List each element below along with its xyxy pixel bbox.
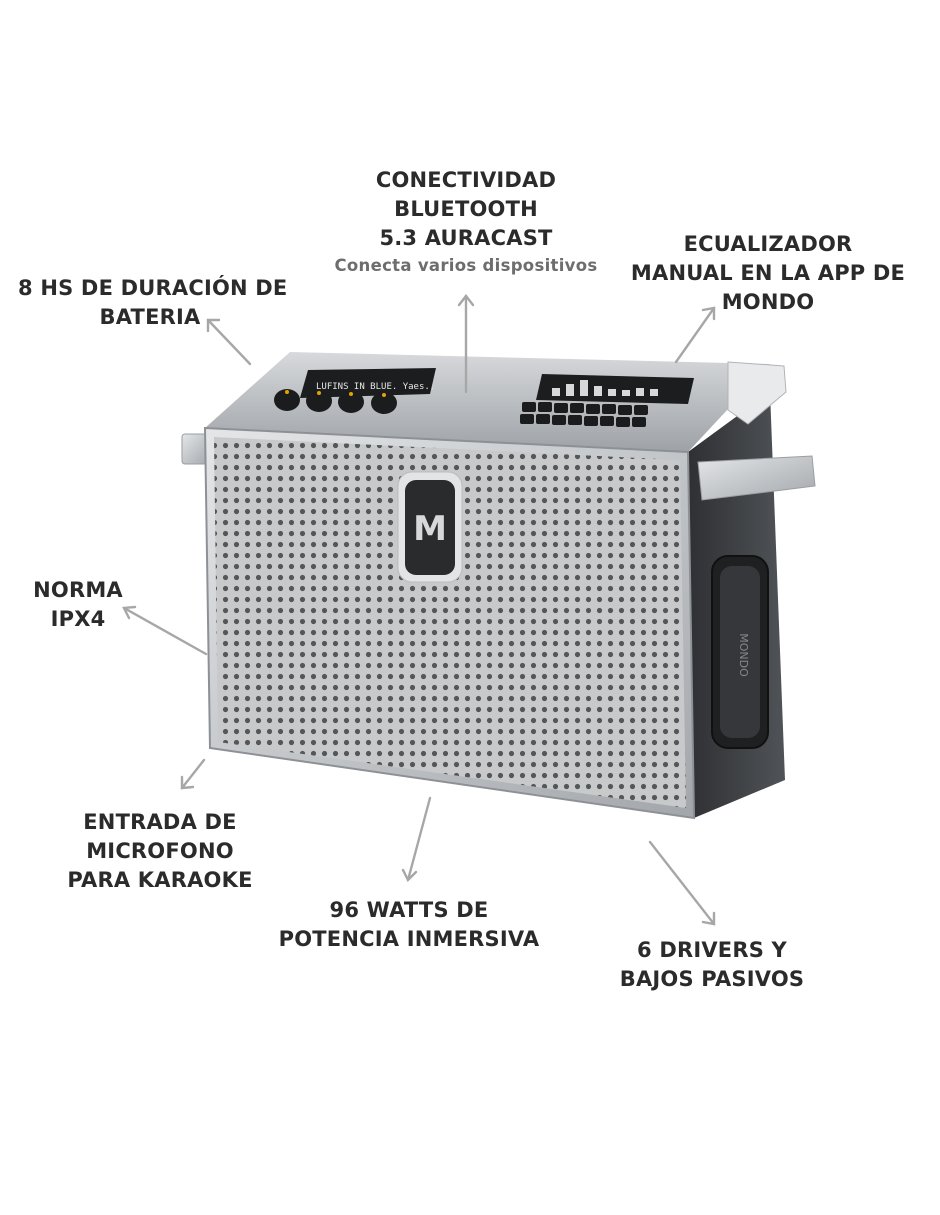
- speaker-top-panel: LUFINS IN BLUE. Yaes..: [205, 352, 787, 452]
- callout-microphone-line-1: ENTRADA DE: [83, 810, 237, 834]
- speaker-front-grille: M: [203, 426, 696, 820]
- logo-glyph: M: [413, 509, 447, 549]
- callout-equalizer-line-1: ECUALIZADOR: [683, 232, 853, 256]
- callout-equalizer-line-2: MANUAL EN LA APP DE: [630, 261, 906, 285]
- callout-bluetooth: CONECTIVIDAD BLUETOOTH 5.3 AURACAST Cone…: [326, 166, 606, 277]
- callout-equalizer: ECUALIZADOR MANUAL EN LA APP DE MONDO: [628, 230, 908, 317]
- display-text: LUFINS IN BLUE. Yaes..: [316, 382, 435, 392]
- callout-ipx4: NORMA IPX4: [20, 576, 136, 634]
- callout-bluetooth-line-2: BLUETOOTH: [394, 197, 538, 221]
- eq-buttons: [520, 402, 648, 427]
- callout-battery-line-2: BATERIA: [99, 305, 201, 329]
- pointer-arrows: [122, 294, 716, 926]
- callout-ipx4-line-1: NORMA: [33, 578, 123, 602]
- callout-bluetooth-line-3: 5.3 AURACAST: [379, 226, 553, 250]
- right-handle: [697, 455, 816, 501]
- callout-equalizer-line-3: MONDO: [721, 290, 815, 314]
- callout-bluetooth-subtitle: Conecta varios dispositivos: [334, 256, 598, 275]
- speaker-side-panel: MONDO: [688, 392, 785, 818]
- side-brand-text: MONDO: [737, 633, 750, 677]
- callout-power-line-1: 96 WATTS DE: [329, 898, 489, 922]
- callout-power: 96 WATTS DE POTENCIA INMERSIVA: [276, 896, 542, 954]
- callout-drivers-line-2: BAJOS PASIVOS: [619, 967, 805, 991]
- callout-bluetooth-line-1: CONECTIVIDAD: [375, 168, 557, 192]
- callout-power-line-2: POTENCIA INMERSIVA: [278, 927, 540, 951]
- callout-microphone-line-2: MICROFONO: [86, 839, 234, 863]
- callout-battery-line-1: 8 HS DE DURACIÓN DE: [18, 276, 288, 300]
- callout-battery: 8 HS DE DURACIÓN DE BATERIA: [18, 274, 288, 332]
- callout-ipx4-line-2: IPX4: [50, 607, 106, 631]
- callout-drivers-line-1: 6 DRIVERS Y: [637, 938, 787, 962]
- control-knobs: [274, 389, 397, 414]
- callout-microphone-line-3: PARA KARAOKE: [67, 868, 253, 892]
- callout-drivers: 6 DRIVERS Y BAJOS PASIVOS: [612, 936, 812, 994]
- callout-microphone: ENTRADA DE MICROFONO PARA KARAOKE: [54, 808, 266, 895]
